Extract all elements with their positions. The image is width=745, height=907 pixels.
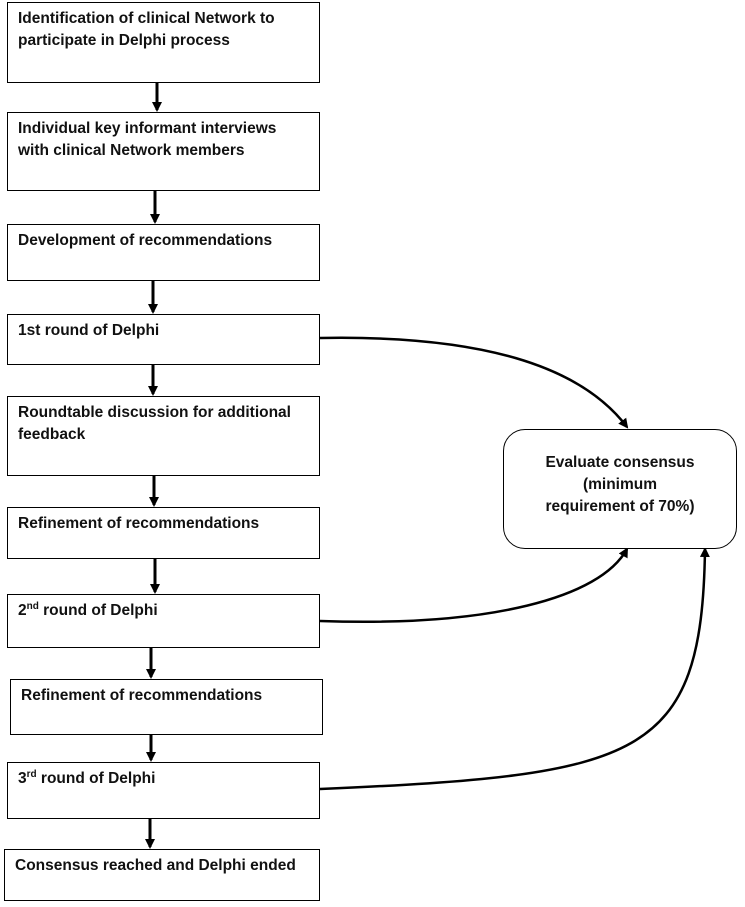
step-round-3-label: 3rd round of Delphi xyxy=(18,768,156,787)
step-round-3: 3rd round of Delphi xyxy=(7,762,320,819)
step-interviews: Individual key informant interviews with… xyxy=(7,112,320,191)
evaluate-consensus-line-2: (minimum xyxy=(582,476,658,493)
step-refinement-2-label: Refinement of recommendations xyxy=(21,687,263,704)
evaluate-consensus-line-1: Evaluate consensus xyxy=(545,454,695,471)
step-identification: Identification of clinical Network to pa… xyxy=(7,2,320,83)
arrow-s7-consensus xyxy=(319,547,629,623)
step-refinement-1: Refinement of recommendations xyxy=(7,507,320,559)
step-round-2: 2nd round of Delphi xyxy=(7,594,320,648)
step-consensus-reached-label: Consensus reached and Delphi ended xyxy=(15,857,296,874)
step-interviews-label: Individual key informant interviews with… xyxy=(18,120,277,159)
step-round-2-label: 2nd round of Delphi xyxy=(18,600,158,619)
step-refinement-2: Refinement of recommendations xyxy=(10,679,323,735)
step-roundtable-label: Roundtable discussion for additional fee… xyxy=(18,404,291,443)
step-refinement-1-label: Refinement of recommendations xyxy=(18,515,260,532)
step-development: Development of recommendations xyxy=(7,224,320,281)
step-roundtable: Roundtable discussion for additional fee… xyxy=(7,396,320,476)
evaluate-consensus-line-3: requirement of 70%) xyxy=(545,498,695,515)
arrow-s9-consensus xyxy=(319,547,710,791)
step-identification-label: Identification of clinical Network to pa… xyxy=(18,10,275,49)
step-development-label: Development of recommendations xyxy=(18,232,273,249)
step-round-1-label: 1st round of Delphi xyxy=(18,322,160,339)
arrow-s4-consensus xyxy=(319,336,629,429)
step-consensus-reached: Consensus reached and Delphi ended xyxy=(4,849,320,901)
evaluate-consensus-box: Evaluate consensus (minimum requirement … xyxy=(503,429,737,549)
step-round-1: 1st round of Delphi xyxy=(7,314,320,365)
